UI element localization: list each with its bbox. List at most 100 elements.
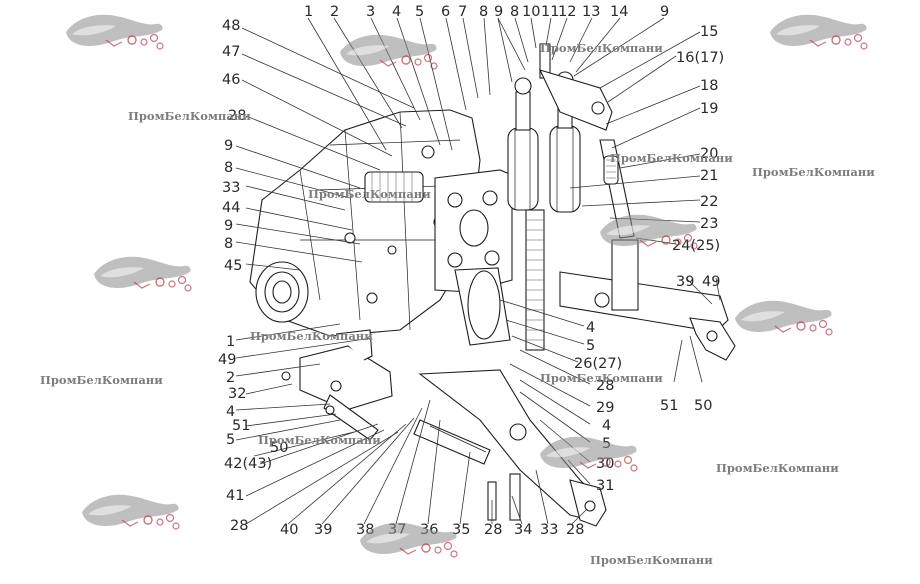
callout-5-left: 5: [226, 432, 235, 448]
callout-32: 32: [228, 386, 246, 402]
callout-top-4: 4: [392, 4, 401, 20]
callout-22: 22: [700, 194, 718, 210]
callout-top-14: 14: [610, 4, 628, 20]
callout-42-43: 42(43): [224, 456, 272, 472]
callout-9-left-b: 9: [224, 218, 233, 234]
callout-31: 31: [596, 478, 614, 494]
lift-rod-right: [599, 139, 635, 239]
callout-28-left-upper: 28: [228, 108, 246, 124]
callout-50-left: 50: [270, 440, 288, 456]
panther-logo-icon: [539, 436, 638, 472]
watermark-text: ПромБелКомпани: [590, 553, 713, 567]
callout-18: 18: [700, 78, 718, 94]
callout-51-right: 51: [660, 398, 678, 414]
callout-39-bottom: 39: [314, 522, 332, 538]
callout-4-left: 4: [226, 404, 235, 420]
callout-top-10: 10: [522, 4, 540, 20]
panther-logo-icon: [734, 300, 833, 336]
callout-44: 44: [222, 200, 240, 216]
callout-top-5: 5: [415, 4, 424, 20]
callout-28-bottom-b: 28: [566, 522, 584, 538]
lower-link-right: [559, 239, 736, 361]
callout-top-11: 11: [541, 4, 559, 20]
callout-46: 46: [222, 72, 240, 88]
callout-51-left: 51: [232, 418, 250, 434]
callout-top-12: 12: [558, 4, 576, 20]
watermark-text: ПромБелКомпани: [716, 461, 839, 475]
transmission-housing: [249, 109, 481, 337]
rear-cover-plate: [434, 169, 513, 293]
callout-28-bottom-a: 28: [484, 522, 502, 538]
callout-4-mid-b: 4: [602, 418, 611, 434]
callout-19: 19: [700, 101, 718, 117]
callout-41: 41: [226, 488, 244, 504]
callout-35: 35: [452, 522, 470, 538]
callout-top-3: 3: [366, 4, 375, 20]
callout-16-17: 16(17): [676, 50, 724, 66]
callouts-right: 15 16(17) 18 19 20 21 22 23 24(25) 39 49…: [660, 24, 724, 414]
callout-top-2: 2: [330, 4, 339, 20]
watermark-texts: ПромБелКомпани ПромБелКомпани ПромБелКом…: [40, 41, 875, 567]
lower-cylinder: [413, 267, 511, 465]
callout-28-left-lower: 28: [230, 518, 248, 534]
callout-4-mid-a: 4: [586, 320, 595, 336]
callout-2-left: 2: [226, 370, 235, 386]
callout-21: 21: [700, 168, 718, 184]
callout-top-9b: 9: [660, 4, 669, 20]
callout-8-left-a: 8: [224, 160, 233, 176]
callout-1-left: 1: [226, 334, 235, 350]
callout-top-8a: 8: [479, 4, 488, 20]
callout-47: 47: [222, 44, 240, 60]
watermark-text: ПромБелКомпани: [250, 329, 373, 343]
callout-9-left-a: 9: [224, 138, 233, 154]
callout-28-mid: 28: [596, 378, 614, 394]
panther-logo-icon: [93, 256, 192, 292]
callout-29: 29: [596, 400, 614, 416]
callout-top-13: 13: [582, 4, 600, 20]
lift-arm-upper: [538, 69, 613, 131]
callout-15: 15: [700, 24, 718, 40]
callout-top-6: 6: [441, 4, 450, 20]
callout-top-7: 7: [458, 4, 467, 20]
callout-39-right: 39: [676, 274, 694, 290]
watermark-text: ПромБелКомпани: [40, 373, 163, 387]
callout-top-8b: 8: [510, 4, 519, 20]
callout-40: 40: [280, 522, 298, 538]
hydraulic-cylinders: [507, 43, 581, 213]
callout-45: 45: [224, 258, 242, 274]
watermark-text: ПромБелКомпани: [752, 165, 875, 179]
callout-top-9a: 9: [494, 4, 503, 20]
callouts-left: 48 47 46 28 9 8 33 44 9 8 45 1 49 2 32 4…: [218, 18, 288, 534]
callout-top-1: 1: [304, 4, 313, 20]
callout-20: 20: [700, 146, 718, 162]
callout-49-right: 49: [702, 274, 720, 290]
callout-50-right: 50: [694, 398, 712, 414]
watermark-text: ПромБелКомпани: [128, 109, 251, 123]
watermark-text: ПромБелКомпани: [308, 187, 431, 201]
panther-logo-icon: [81, 494, 180, 530]
panther-logo-icon: [769, 14, 868, 50]
hitch-assembly-drawing: [249, 43, 736, 527]
panther-logo-icon: [65, 14, 164, 50]
callout-24-25: 24(25): [672, 238, 720, 254]
callout-48: 48: [222, 18, 240, 34]
callout-33-bottom: 33: [540, 522, 558, 538]
callout-33-left: 33: [222, 180, 240, 196]
callouts-top: 1 2 3 4 5 6 7 8 9 8 10 11 12 13 14 9: [304, 4, 669, 20]
watermark-text: ПромБелКомпани: [540, 41, 663, 55]
leader-lines: [235, 17, 721, 525]
panther-logo-icon: [359, 522, 458, 558]
callout-49-left: 49: [218, 352, 236, 368]
watermark-text: ПромБелКомпани: [610, 151, 733, 165]
callout-8-left-b: 8: [224, 236, 233, 252]
panther-logo-icon: [339, 34, 438, 70]
watermark-text: ПромБелКомпани: [258, 433, 381, 447]
callout-34: 34: [514, 522, 532, 538]
callout-5-mid-a: 5: [586, 338, 595, 354]
callouts-middle: 4 5 26(27) 28 29 4 5 30 31: [574, 320, 622, 494]
vertical-rack-column: [525, 209, 545, 351]
lower-link-left: [418, 369, 607, 527]
watermark-text: ПромБелКомпани: [540, 371, 663, 385]
